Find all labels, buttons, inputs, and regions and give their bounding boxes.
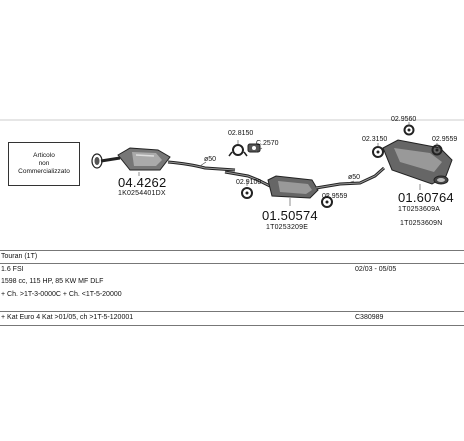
hanger-icon: [241, 187, 253, 199]
leader-lines: [138, 122, 438, 206]
kit-note: + Kat Euro 4 Kat >01/05, ch >1T-5-120001: [1, 314, 134, 321]
gasket-icon: [247, 143, 261, 153]
pipe-diameter: ø50: [204, 156, 217, 163]
accessory-code[interactable]: 02.9559: [432, 136, 458, 143]
vehicle-model: Touran (1T): [1, 253, 38, 260]
kit-code[interactable]: C380989: [355, 314, 384, 321]
chassis-range: + Ch. >1T-3-0000C + Ch. <1T-5-20000: [1, 291, 122, 298]
accessory-code[interactable]: C.2570: [256, 140, 279, 147]
note-line: non: [38, 160, 50, 167]
table-row: Touran (1T): [0, 250, 464, 264]
hanger-icon: [403, 124, 415, 136]
catalytic-converter: [117, 147, 171, 171]
table-row: + Ch. >1T-3-0000C + Ch. <1T-5-20000: [0, 289, 464, 302]
oem-number: 1T0253209E: [266, 224, 309, 231]
pipe-diameter: ø50: [348, 174, 361, 181]
table-row: 1.6 FSI 02/03 - 05/05: [0, 263, 464, 277]
date-range: 02/03 - 05/05: [355, 266, 397, 273]
engine-label: 1.6 FSI: [1, 266, 24, 273]
middle-silencer: [267, 175, 319, 199]
engine-spec: 1598 cc, 115 HP, 85 KW MF DLF: [1, 278, 104, 285]
accessory-code[interactable]: 02.9100: [236, 179, 262, 186]
part-number[interactable]: 01.60764: [398, 190, 454, 205]
table-row: 1598 cc, 115 HP, 85 KW MF DLF: [0, 276, 464, 289]
oem-number: 1T0253609A: [398, 206, 441, 213]
hanger-icon: [372, 146, 384, 158]
part-number[interactable]: 01.50574: [262, 208, 318, 223]
accessory-code[interactable]: 02.9559: [322, 193, 348, 200]
oem-number: 1T0253609N: [400, 220, 443, 227]
table-row: + Kat Euro 4 Kat >01/05, ch >1T-5-120001…: [0, 311, 464, 325]
accessory-code[interactable]: 02.3150: [362, 136, 388, 143]
table-bottom-rule: [0, 325, 464, 326]
part-number[interactable]: 04.4262: [118, 175, 167, 190]
accessory-code[interactable]: 02.8150: [228, 130, 254, 137]
oem-number: 1K0254401DX: [118, 190, 166, 197]
not-commercialized-note: Articolo non Commercializzato: [8, 142, 80, 186]
rear-silencer: [382, 139, 453, 185]
accessory-code[interactable]: 02.9560: [391, 116, 417, 123]
front-pipe: [100, 156, 121, 163]
note-line: Commercializzato: [18, 168, 70, 175]
clamp-icon: [228, 144, 248, 157]
note-line: Articolo: [33, 152, 55, 159]
